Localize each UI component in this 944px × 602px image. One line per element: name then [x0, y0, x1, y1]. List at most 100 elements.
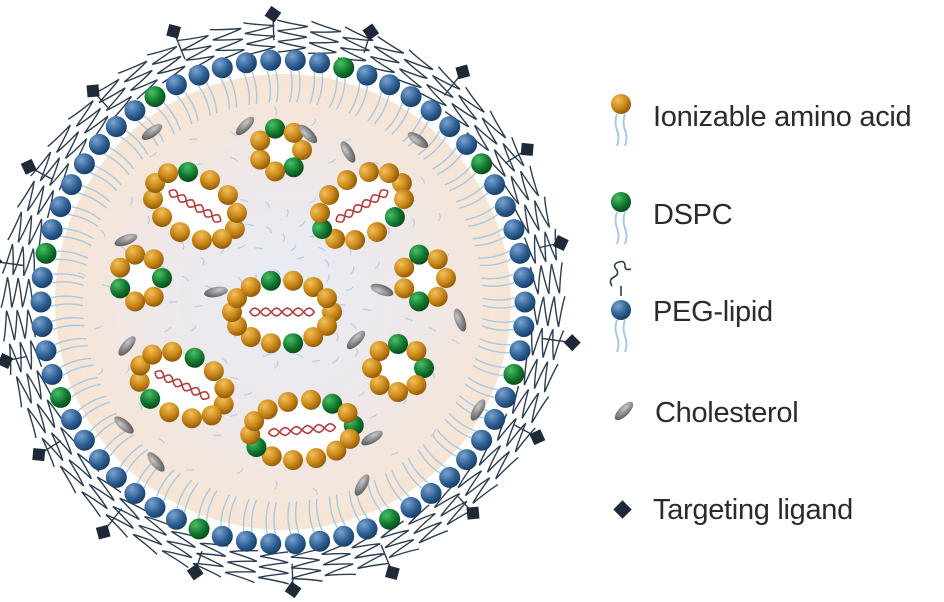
core-tail: [350, 266, 355, 275]
lipid-tail: [432, 147, 457, 170]
core-tail: [273, 360, 279, 369]
peg-chain: [59, 452, 100, 494]
core-tail: [369, 413, 378, 419]
lipid-tail: [163, 102, 181, 131]
peg-chain: [146, 45, 186, 84]
dspc-bead: [414, 358, 434, 378]
amino-acid-bead: [427, 286, 448, 307]
lipid-tail: [50, 295, 84, 300]
peg-lipid-bead: [88, 449, 110, 471]
dspc-bead: [409, 244, 430, 265]
amino-acid-bead: [201, 405, 222, 426]
core-tail: [265, 226, 272, 234]
peg-lipid-bead: [456, 133, 478, 155]
amino-acid-bead: [143, 286, 164, 307]
peg-chain: [290, 548, 323, 582]
mrna-strand: [168, 189, 222, 223]
cholesterol: [204, 286, 228, 298]
amino-acid-bead: [125, 291, 146, 312]
core-tail: [309, 197, 317, 204]
lipid-tail: [52, 273, 85, 279]
peg-chain: [501, 165, 540, 205]
peg-lipid-bead: [144, 496, 166, 518]
peg-chain: [433, 485, 475, 526]
lipid-tail: [448, 412, 477, 432]
lipid-tail: [54, 337, 87, 346]
amino-acid-bead: [260, 333, 281, 354]
amino-acid-bead: [257, 399, 278, 420]
cholesterol: [141, 123, 163, 141]
amino-acid-bead: [369, 375, 390, 395]
cholesterol: [298, 124, 318, 144]
amino-acid-bead: [306, 448, 327, 469]
dspc-bead: [388, 334, 408, 354]
lipid-tail: [197, 487, 211, 519]
lipid-tail: [465, 206, 495, 221]
amino-acid-bead: [303, 277, 324, 297]
core-tail: [221, 357, 228, 365]
peg-chain: [380, 520, 420, 559]
lipid-tail: [367, 91, 383, 122]
peg-lipid-bead: [35, 340, 57, 362]
lipid-tail: [391, 107, 410, 135]
lipid-tail: [444, 418, 472, 439]
peg-lipid-bead: [50, 196, 72, 218]
amino-acid-bead: [211, 228, 232, 249]
core-tail: [138, 402, 143, 411]
cholesterol: [470, 399, 486, 421]
dspc-bead: [283, 157, 304, 178]
peg-chain: [514, 196, 551, 234]
lipid-tail: [348, 490, 361, 522]
peg-chain: [67, 100, 109, 141]
micelle: [110, 244, 172, 312]
peg-chain: [1, 243, 36, 277]
lipid-tail: [402, 115, 423, 143]
lipid-tail: [335, 494, 346, 526]
cholesterol: [361, 430, 383, 446]
peg-lipid-bead: [41, 219, 63, 241]
amino-acid-bead: [378, 163, 399, 184]
cholesterol: [354, 474, 370, 496]
core-tail: [240, 198, 249, 203]
core-tail: [343, 138, 352, 143]
mrna-micelles: [110, 118, 456, 471]
dspc-bead: [110, 278, 131, 299]
lipid-tail: [77, 395, 107, 412]
peg-chain: [7, 211, 43, 248]
lipid-tail: [266, 70, 272, 103]
amino-acid-bead: [129, 371, 150, 392]
lipid-tail: [477, 345, 510, 354]
amino-acid-bead: [388, 382, 408, 402]
core-tail: [200, 256, 205, 266]
peg-lipid-bead: [309, 52, 331, 74]
cholesterol-molecules: [114, 116, 486, 496]
lipid-tail: [176, 95, 193, 125]
lipid-tail: [184, 91, 199, 122]
core-tail: [354, 348, 359, 358]
lipid-tail: [309, 72, 316, 105]
amino-acid-bead: [337, 170, 357, 191]
ligand-diamond: [0, 252, 3, 270]
lipid-tail: [444, 165, 472, 186]
core-tail: [157, 437, 165, 444]
lipid-tail: [423, 136, 447, 161]
peg-lipid-bead: [165, 508, 187, 530]
lipid-tail: [220, 78, 231, 110]
core-tail: [451, 338, 459, 345]
peg-lipid-bead: [73, 429, 95, 451]
lipid-tail: [455, 185, 485, 203]
lipid-tail: [56, 345, 88, 354]
peg-lipid-bead: [439, 116, 461, 138]
core-tail: [371, 161, 380, 165]
amino-acid-bead: [240, 327, 261, 347]
core-tail: [296, 353, 305, 359]
peg-chain: [277, 19, 308, 53]
lipid-tail: [51, 317, 84, 322]
peg-lipid-bead: [235, 52, 257, 74]
ligand-diamond: [552, 235, 569, 251]
amino-acid-bead: [394, 278, 415, 299]
lipid-tail: [205, 490, 218, 522]
peg-lipid-bead: [503, 219, 525, 241]
micelle: [362, 334, 434, 402]
